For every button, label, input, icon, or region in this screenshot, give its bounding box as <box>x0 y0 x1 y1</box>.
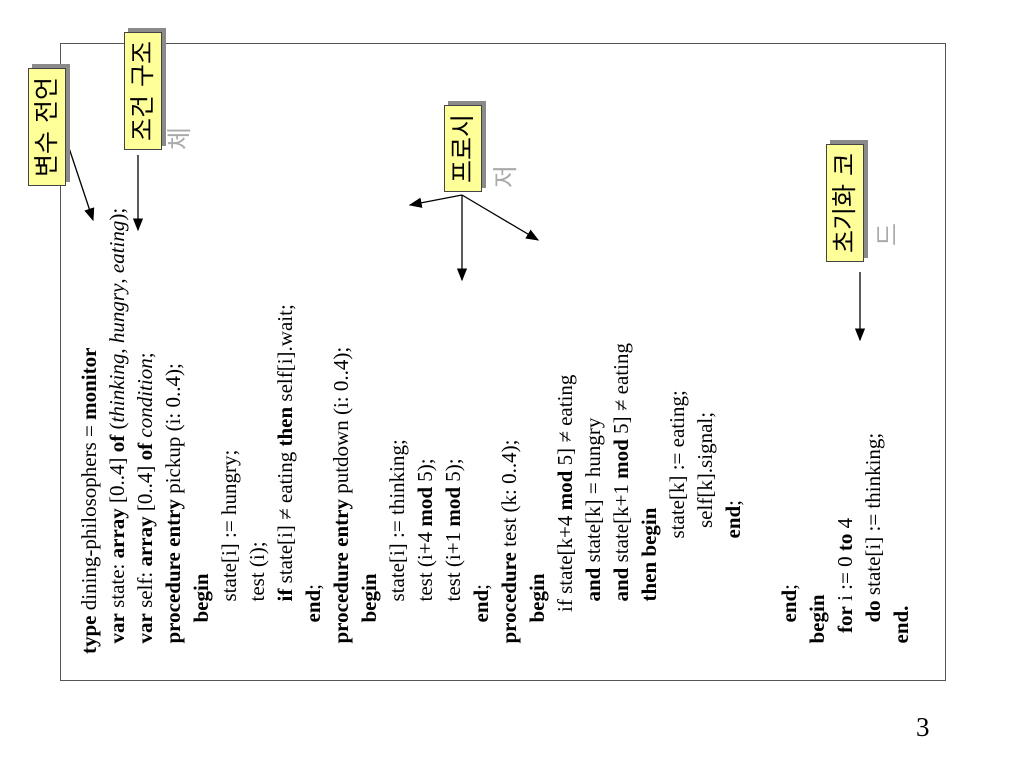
code-frame: type dining-philosophers = monitor var s… <box>60 43 946 681</box>
callout-cond-struct-tail: 체 <box>165 126 194 150</box>
callout-procedure-tail: 저 <box>491 164 520 188</box>
callout-cond-struct: 조건 구조 <box>124 32 162 150</box>
callout-var-decl: 변수 전언 <box>28 68 66 186</box>
callout-init-code-tail: 드 <box>873 222 902 246</box>
callout-procedure: 프로시 <box>444 104 482 192</box>
arrow-procedure-3 <box>461 194 540 241</box>
arrow-procedure-1 <box>408 194 463 208</box>
callout-init-code: 초기화 코 <box>826 144 864 262</box>
page-number: 3 <box>916 712 930 742</box>
arrow-var-decl <box>67 144 95 222</box>
